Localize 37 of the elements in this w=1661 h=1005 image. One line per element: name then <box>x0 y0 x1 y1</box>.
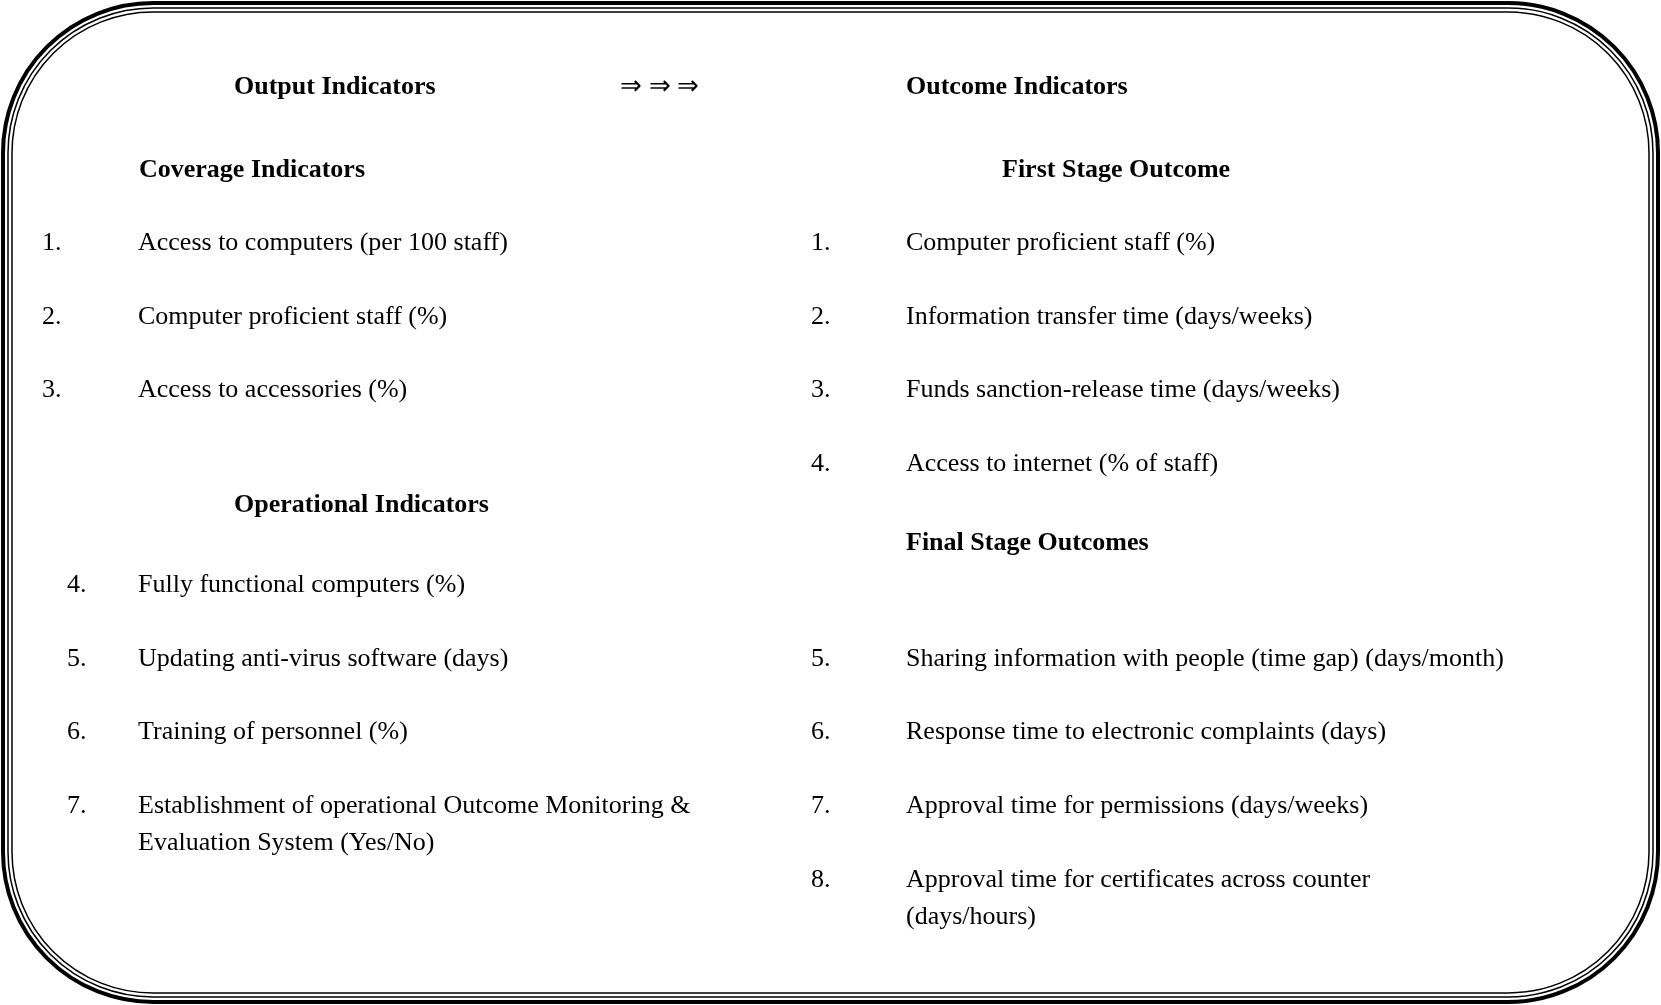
list-item: Access to accessories (%) <box>138 373 408 405</box>
list-item: Establishment of operational Outcome Monitoring & Evaluation System (Yes/No) <box>138 789 692 858</box>
section-heading: Outcome Indicators <box>906 70 1128 102</box>
list-item: Approval time for certificates across counter (days/hours) <box>906 863 1372 932</box>
list-item: Approval time for permissions (days/weeks) <box>906 789 1369 821</box>
section-heading: Operational Indicators <box>234 488 489 520</box>
list-number: 4. <box>811 447 831 479</box>
list-number: 6. <box>67 715 87 747</box>
arrow-glyphs: ⇒ ⇒ ⇒ <box>620 70 699 102</box>
list-item: Access to computers (per 100 staff) <box>138 226 508 258</box>
list-item: Computer proficient staff (%) <box>138 300 448 332</box>
list-item: Fully functional computers (%) <box>138 568 466 600</box>
list-number: 2. <box>42 300 62 332</box>
list-number: 7. <box>67 789 87 821</box>
list-number: 5. <box>67 642 87 674</box>
list-item: Funds sanction-release time (days/weeks) <box>906 373 1340 405</box>
list-item: Sharing information with people (time gap) (days/month) <box>906 642 1504 674</box>
list-number: 1. <box>42 226 62 258</box>
list-item: Access to internet (% of staff) <box>906 447 1219 479</box>
list-item: Updating anti-virus software (days) <box>138 642 509 674</box>
list-number: 8. <box>811 863 831 895</box>
section-heading: Final Stage Outcomes <box>906 526 1149 558</box>
list-item: Computer proficient staff (%) <box>906 226 1216 258</box>
list-number: 6. <box>811 715 831 747</box>
section-heading: First Stage Outcome <box>1002 153 1231 185</box>
list-item: Information transfer time (days/weeks) <box>906 300 1313 332</box>
list-number: 4. <box>67 568 87 600</box>
section-heading: Coverage Indicators <box>139 153 365 185</box>
list-item: Response time to electronic complaints (days) <box>906 715 1387 747</box>
list-item: Training of personnel (%) <box>138 715 408 747</box>
list-number: 5. <box>811 642 831 674</box>
section-heading: Output Indicators <box>234 70 436 102</box>
list-number: 1. <box>811 226 831 258</box>
list-number: 7. <box>811 789 831 821</box>
list-number: 3. <box>42 373 62 405</box>
list-number: 3. <box>811 373 831 405</box>
list-number: 2. <box>811 300 831 332</box>
